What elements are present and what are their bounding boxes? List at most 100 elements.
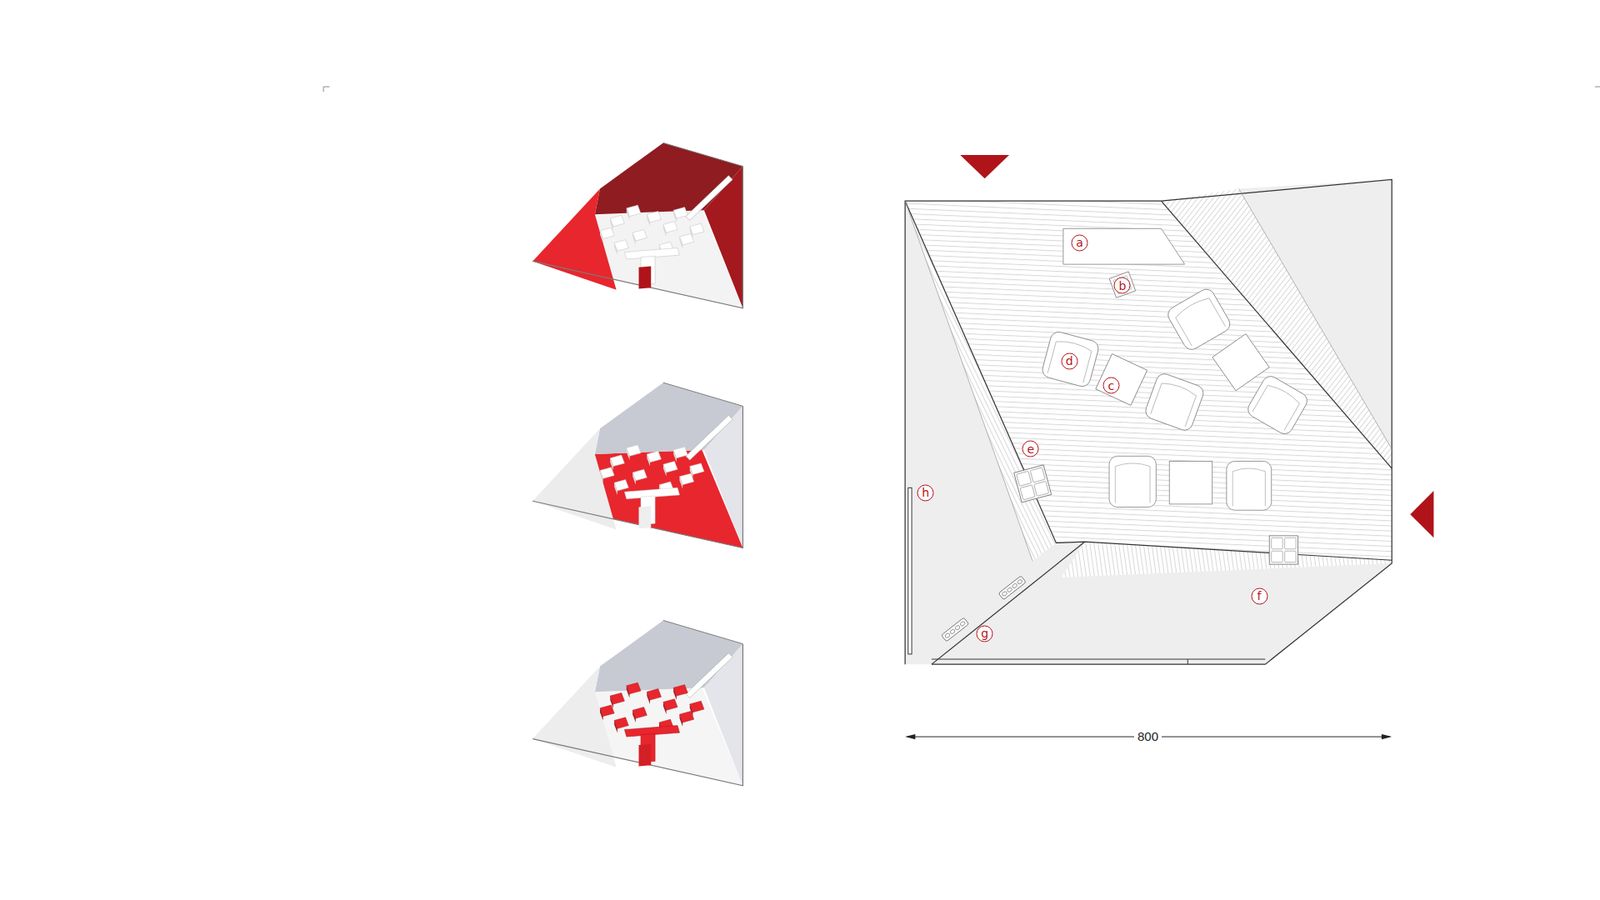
callout-circle: c: [1102, 376, 1120, 395]
callout-outline: [1071, 235, 1088, 251]
bottom-ramp: [1060, 541, 1392, 578]
render-chair-side: [680, 476, 684, 490]
render-chair-side: [690, 704, 694, 717]
render-chair-side: [614, 720, 618, 733]
socket: [1011, 582, 1018, 589]
fold-line: [905, 200, 1033, 561]
render-chair-side: [600, 230, 604, 244]
armchair-seat: [1047, 338, 1093, 383]
crop-mark: [323, 86, 330, 92]
render-chair-side: [626, 685, 630, 699]
armchair: [1040, 330, 1100, 389]
light-box-outline: [1269, 535, 1298, 565]
callout-letter: b: [1118, 280, 1126, 292]
socket: [1001, 590, 1008, 597]
socket-strip-outline: [998, 575, 1026, 600]
callout-letter: g: [980, 627, 989, 640]
floor-plan: [905, 180, 1392, 665]
light-box-pane: [1030, 467, 1045, 483]
armchair-seat: [1252, 382, 1301, 430]
armchair: [1226, 460, 1272, 510]
render-chair-side: [632, 232, 636, 245]
render-screen: [685, 415, 733, 460]
render-chair-side: [673, 210, 677, 223]
side-table: [1095, 354, 1148, 406]
armchair-seat: [1150, 380, 1198, 427]
armchair-seat: [1232, 468, 1265, 506]
callout-circle: a: [1070, 234, 1089, 252]
stool-outline: [1109, 271, 1135, 298]
callout-circle: g: [975, 625, 994, 643]
light-box-pane: [1016, 470, 1032, 486]
slab-edge: [931, 659, 1265, 660]
callout-outline: [1251, 588, 1268, 605]
light-box-pane: [1285, 550, 1296, 562]
render-pillar: [639, 266, 652, 290]
render-left-wall: [532, 666, 616, 768]
callout-letter: a: [1075, 236, 1084, 249]
counter: [1063, 228, 1185, 265]
render-chair-side: [632, 472, 636, 485]
armchair-outline: [1165, 286, 1233, 353]
render-edge: [532, 405, 743, 548]
callout-circle: h: [916, 484, 935, 502]
socket-strip: [941, 617, 970, 642]
socket: [949, 628, 955, 635]
render-chair-side: [626, 448, 630, 461]
side-table-outline: [1095, 354, 1148, 406]
callout-outline: [976, 625, 993, 642]
render-chair-side: [680, 714, 684, 727]
callout-circle: f: [1250, 587, 1269, 605]
render-chair-side: [646, 454, 650, 467]
callout-outline: [917, 485, 934, 501]
render-edge: [532, 166, 743, 309]
callout-circle: b: [1113, 276, 1131, 295]
render-chair-side: [614, 242, 618, 255]
render-left-wall: [532, 428, 616, 530]
light-box-outline: [1014, 465, 1052, 503]
callout-letter: h: [921, 486, 930, 499]
callout-outline: [1103, 377, 1120, 394]
entrance-arrow: [1410, 490, 1434, 538]
socket: [944, 632, 950, 639]
render-chair-side: [646, 691, 650, 705]
armchair: [1165, 286, 1233, 353]
booth-render: [532, 382, 743, 548]
render-chair-side: [646, 214, 650, 227]
armchair-outline: [1040, 330, 1100, 389]
render-chair-side: [614, 482, 618, 495]
armchair-outline: [1245, 373, 1310, 437]
socket: [954, 625, 960, 631]
fold-line: [1160, 200, 1392, 469]
fold-line: [1239, 189, 1393, 450]
entrance-arrow: [960, 155, 1010, 179]
armchair-outline: [1143, 371, 1205, 433]
armchair-outline: [1109, 455, 1156, 507]
light-box-pane: [1020, 485, 1035, 500]
floor-panel: [931, 541, 1392, 665]
render-chair-side: [600, 470, 604, 483]
callout-letter: c: [1108, 380, 1115, 392]
callout-letter: e: [1026, 443, 1035, 455]
render-left-wall: [532, 189, 616, 290]
callout-outline: [1114, 277, 1130, 294]
render-chair-side: [626, 208, 630, 221]
render-screen: [685, 175, 733, 221]
render-edge: [663, 620, 744, 644]
right-wall: [1239, 180, 1393, 450]
light-box-pane: [1285, 537, 1296, 549]
slab-joint: [1187, 659, 1189, 665]
render-chair-side: [632, 710, 636, 723]
booth-render: [532, 620, 743, 785]
dimension-arrow: [905, 734, 915, 740]
render-chair-side: [663, 224, 667, 237]
light-box-pane: [1271, 550, 1283, 562]
stool-top: [1113, 275, 1132, 295]
dimension-label: 800: [1134, 730, 1162, 745]
render-chair-side: [690, 466, 694, 480]
side-table-outline: [1169, 460, 1212, 504]
render-chair-side: [673, 450, 677, 463]
